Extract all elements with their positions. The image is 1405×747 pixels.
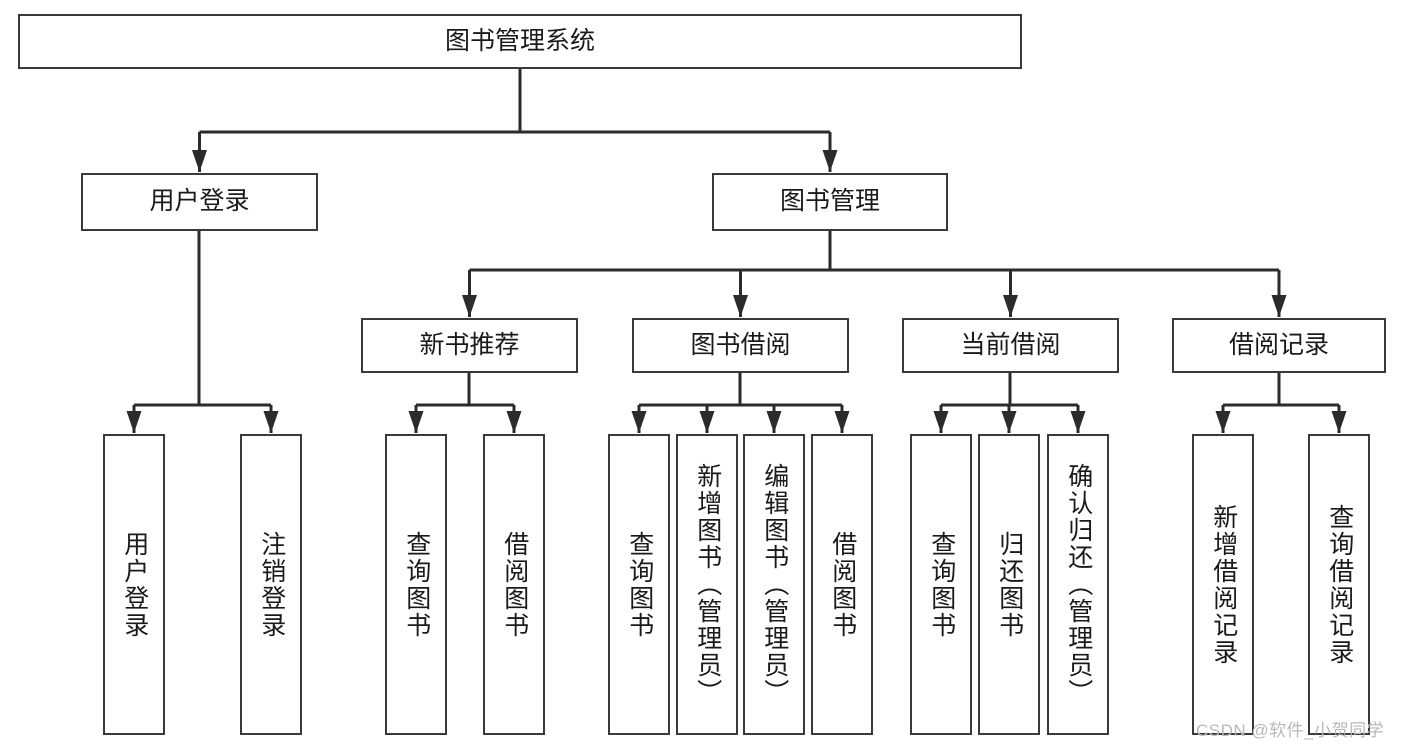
node-l2: 注销登录 [240,434,302,735]
arrowhead [263,411,279,433]
node-label: 借阅记录 [1228,330,1329,359]
arrowhead [1331,411,1347,433]
arrowhead [506,411,522,433]
node-label: 用户登录 [120,530,149,639]
node-newrec: 新书推荐 [361,318,578,373]
arrowhead [631,411,647,433]
node-label: 编辑图书（管理员） [760,463,789,706]
node-login: 用户登录 [81,173,318,231]
node-b3: 编辑图书（管理员） [743,434,805,735]
node-c1: 查询图书 [910,434,972,735]
arrowhead [192,150,207,172]
node-r2: 查询借阅记录 [1308,434,1370,735]
arrowhead [1271,295,1287,317]
node-label: 归还图书 [995,530,1024,639]
node-r1: 新增借阅记录 [1192,434,1254,735]
node-bookmgmt: 图书管理 [712,173,948,231]
arrowhead [766,411,782,433]
arrowhead [1070,411,1086,433]
node-label: 图书借阅 [690,330,791,359]
node-b1: 查询图书 [608,434,670,735]
node-label: 新增图书（管理员） [693,463,722,706]
node-label: 借阅图书 [500,530,529,639]
arrowhead [462,295,477,317]
node-label: 用户登录 [149,187,250,216]
node-records: 借阅记录 [1172,318,1386,373]
node-c3: 确认归还（管理员） [1047,434,1109,735]
arrowhead [1215,411,1231,433]
node-label: 当前借阅 [960,330,1061,359]
node-label: 图书管理 [779,187,880,216]
node-label: 新增借阅记录 [1209,503,1238,666]
node-label: 查询图书 [927,530,956,639]
node-borrow: 图书借阅 [632,318,849,373]
arrowhead [933,411,949,433]
node-current: 当前借阅 [902,318,1119,373]
node-label: 新书推荐 [419,330,520,359]
arrowhead [1001,411,1017,433]
node-label: 注销登录 [257,530,286,639]
node-b2: 新增图书（管理员） [676,434,738,735]
arrowhead [408,411,424,433]
arrowhead [126,411,142,433]
node-label: 查询借阅记录 [1325,503,1354,666]
node-n2: 借阅图书 [483,434,545,735]
arrowhead [834,411,850,433]
node-label: 查询图书 [625,530,654,639]
node-label: 查询图书 [402,530,431,639]
node-c2: 归还图书 [978,434,1040,735]
node-label: 确认归还（管理员） [1064,463,1093,706]
arrowhead [699,411,715,433]
node-b4: 借阅图书 [811,434,873,735]
node-l1: 用户登录 [103,434,165,735]
arrowhead [733,295,748,317]
node-root: 图书管理系统 [18,14,1022,69]
node-label: 借阅图书 [828,530,857,639]
arrowhead [1003,295,1018,317]
node-label: 图书管理系统 [444,26,595,55]
csdn-watermark: CSDN @软件_小贺同学 [1196,721,1385,740]
arrowhead [822,150,838,172]
node-n1: 查询图书 [385,434,447,735]
